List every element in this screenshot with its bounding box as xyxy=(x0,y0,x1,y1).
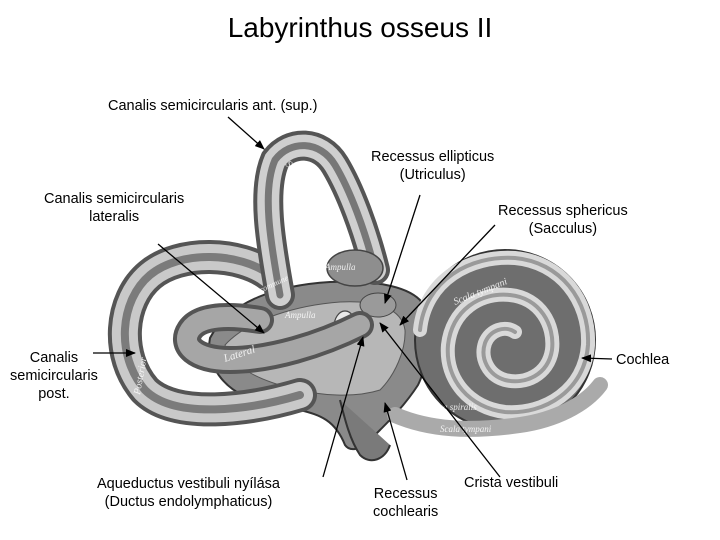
label-canalis-semicircularis-ant: Canalis semicircularis ant. (sup.) xyxy=(108,97,318,115)
leader-recessus-ellipticus xyxy=(383,194,421,304)
lateral-canal-shape xyxy=(173,303,374,375)
cochlea-shape xyxy=(387,249,608,437)
label-recessus-cochlearis: Recessus cochlearis xyxy=(373,485,438,521)
label-cochlea-text: Cochlea xyxy=(616,352,670,368)
label-recessus-ellipticus: Recessus ellipticus (Utriculus) xyxy=(371,148,494,184)
leader-canalis-ant xyxy=(227,116,265,150)
anterior-canal-shape xyxy=(253,130,390,310)
label-canalis-ant-text: Canalis semicircularis ant. (sup.) xyxy=(108,98,318,114)
label-recessus-sphericus-line2: (Sacculus) xyxy=(528,221,598,237)
engr-ampulla-1: Ampulla xyxy=(324,262,356,272)
label-recessus-sphericus: Recessus sphericus (Sacculus) xyxy=(498,202,628,238)
label-recessus-ellipticus-line2: (Utriculus) xyxy=(399,167,466,183)
label-canalis-post-line3: post. xyxy=(38,386,70,402)
label-cochlea: Cochlea xyxy=(616,351,669,369)
engr-ampulla-2: Ampulla xyxy=(284,310,316,320)
leader-recessus-cochlearis xyxy=(383,402,408,481)
leader-crista-vestibuli xyxy=(379,322,501,478)
label-canalis-post-line1: Canalis xyxy=(29,350,79,366)
leader-canalis-lateralis xyxy=(157,243,265,334)
label-crista-vestibuli: Crista vestibuli xyxy=(464,474,558,492)
engr-scala-tympani-2: Scala tympani xyxy=(440,424,492,434)
leader-cochlea xyxy=(581,354,613,363)
leader-aqueductus xyxy=(322,336,365,478)
label-recessus-cochlearis-line1: Recessus xyxy=(373,486,438,502)
leader-recessus-sphericus xyxy=(399,224,496,326)
label-canalis-semicircularis-lateralis: Canalis semicircularis lateralis xyxy=(44,190,184,226)
label-aqueductus-line1: Aqueductus vestibuli nyílása xyxy=(97,476,280,492)
leader-lines xyxy=(93,116,613,481)
engr-superior: Superior xyxy=(283,159,317,190)
label-canalis-post-line2: semicircularis xyxy=(10,368,98,384)
label-crista-vestibuli-text: Crista vestibuli xyxy=(464,475,559,491)
label-recessus-sphericus-line1: Recessus sphericus xyxy=(498,203,628,219)
label-recessus-ellipticus-line1: Recessus ellipticus xyxy=(371,149,495,165)
label-aqueductus-vestibuli: Aqueductus vestibuli nyílása (Ductus end… xyxy=(97,475,280,511)
label-aqueductus-line2: (Ductus endolymphaticus) xyxy=(104,494,273,510)
diagram-title: Labyrinthus osseus II xyxy=(227,12,493,43)
label-recessus-cochlearis-line2: cochlearis xyxy=(373,504,439,520)
posterior-canal-shape xyxy=(108,240,317,427)
label-canalis-semicircularis-post: Canalis semicircularis post. xyxy=(10,349,98,403)
label-canalis-lateralis-line2: lateralis xyxy=(89,209,140,225)
label-canalis-lateralis-line1: Canalis semicircularis xyxy=(44,191,185,207)
engr-lamina-spiralis: Lamina spiralis xyxy=(419,402,477,412)
